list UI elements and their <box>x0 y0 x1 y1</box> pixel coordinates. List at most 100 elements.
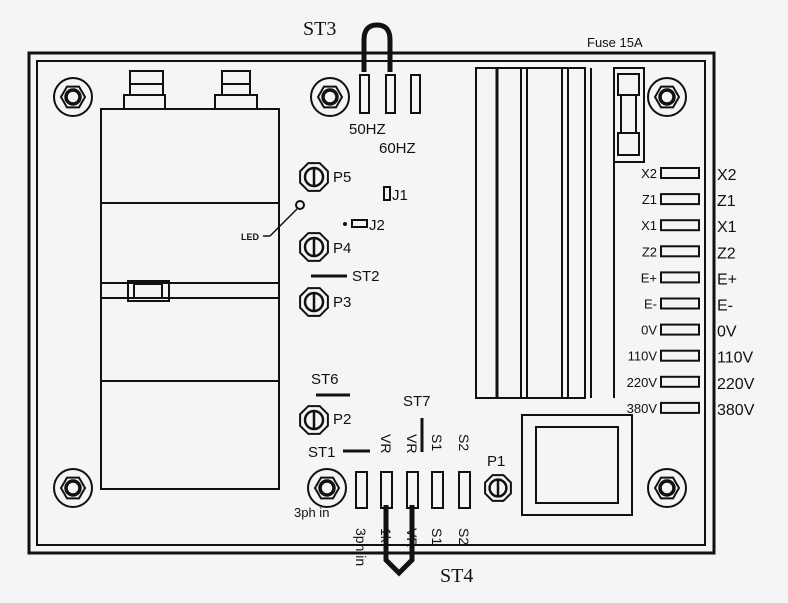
bottom-pin-1[interactable]: 3ph in <box>353 471 369 566</box>
pin-inner-label: S1 <box>429 434 445 451</box>
st4-label: ST4 <box>440 565 473 587</box>
terminal-inner-label: E+ <box>641 270 657 285</box>
heatsink <box>475 67 592 399</box>
mount-screw-bottom-left <box>53 468 93 508</box>
jumper-j2-dot <box>343 222 347 226</box>
pot-p1[interactable] <box>484 474 512 502</box>
screw-hole <box>658 479 676 497</box>
pin-outer-label: S1 <box>429 528 445 545</box>
terminal-outer-label: Z1 <box>717 193 736 210</box>
50hz-label: 50HZ <box>349 121 386 138</box>
terminal-slot[interactable] <box>660 349 700 362</box>
pin-slot[interactable] <box>406 471 419 509</box>
terminal-slot[interactable] <box>660 167 700 179</box>
pot-p2-label: P2 <box>333 411 351 428</box>
mount-screw-top-right <box>647 77 687 117</box>
terminal-outer-label: X2 <box>717 167 737 184</box>
fuse-holder[interactable] <box>613 67 645 398</box>
terminal-inner-label: X1 <box>641 218 657 233</box>
terminal-0v[interactable]: 0V 0V <box>641 323 737 341</box>
pot-p2[interactable] <box>299 405 329 435</box>
terminal-outer-label: 380V <box>717 402 755 419</box>
pin-inner-label: VR <box>404 434 420 453</box>
board-inner-border <box>36 60 706 546</box>
terminal-slot[interactable] <box>660 375 700 388</box>
screw-outer-ring <box>647 468 687 508</box>
pot-p4[interactable] <box>299 232 329 262</box>
pin-inner-label: S2 <box>456 434 472 451</box>
jumper-j1[interactable] <box>383 186 391 201</box>
screw-hex-nut <box>59 85 87 109</box>
pot-p3[interactable] <box>299 287 329 317</box>
terminal-eplus[interactable]: E+ E+ <box>641 270 737 288</box>
st2-label: ST2 <box>352 268 380 285</box>
pot-p5[interactable] <box>299 162 329 192</box>
screw-outer-ring <box>647 77 687 117</box>
pin-outer-label: 3ph in <box>353 528 369 566</box>
led-label: LED <box>241 232 260 242</box>
terminal-inner-label: Z2 <box>642 244 657 259</box>
led-indicator <box>295 200 305 210</box>
transformer <box>521 414 633 516</box>
screw-hex-nut <box>59 476 87 500</box>
screw-outer-ring <box>307 468 347 508</box>
screw-hex-nut <box>316 85 344 109</box>
terminal-inner-label: 0V <box>641 323 657 338</box>
terminal-z1[interactable]: Z1 Z1 <box>642 192 736 210</box>
terminal-outer-label: E- <box>717 298 733 315</box>
terminal-outer-label: 0V <box>717 324 737 341</box>
st3-label: ST3 <box>303 18 336 40</box>
st3-pin-1[interactable] <box>359 74 370 114</box>
terminal-slot[interactable] <box>660 271 700 284</box>
st3-pin-2[interactable] <box>385 74 396 114</box>
screw-hole <box>658 88 676 106</box>
terminal-slot[interactable] <box>660 323 700 336</box>
st6-label: ST6 <box>311 371 339 388</box>
terminal-outer-label: 110V <box>717 350 754 367</box>
terminal-z2[interactable]: Z2 Z2 <box>642 244 736 262</box>
pin-slot[interactable] <box>431 471 444 509</box>
st1-label: ST1 <box>308 444 336 461</box>
terminal-inner-label: Z1 <box>642 192 657 207</box>
pin-slot[interactable] <box>458 471 471 509</box>
pin-outer-label: S2 <box>456 528 472 545</box>
mount-screw-bottom-mid <box>307 468 347 508</box>
jumper-j1-label: J1 <box>392 187 408 204</box>
terminal-outer-label: 220V <box>717 376 755 393</box>
terminal-outer-label: E+ <box>717 271 737 288</box>
pin-slot[interactable] <box>355 471 368 509</box>
pin-slot[interactable] <box>380 471 393 509</box>
screw-outer-ring <box>310 77 350 117</box>
screw-hole <box>318 479 336 497</box>
pot-body <box>299 232 329 262</box>
st3-pin-3[interactable] <box>410 74 421 114</box>
pot-body <box>299 405 329 435</box>
terminal-slot[interactable] <box>660 193 700 206</box>
screw-outer-ring <box>53 468 93 508</box>
pot-body <box>299 287 329 317</box>
jumper-j2[interactable] <box>351 219 368 228</box>
terminal-outer-label: Z2 <box>717 245 736 262</box>
terminal-slot[interactable] <box>660 245 700 258</box>
jumper-j2-label: J2 <box>369 217 385 234</box>
terminal-slot[interactable] <box>660 401 700 414</box>
st4-jumper-wire <box>383 505 415 577</box>
terminal-slot[interactable] <box>660 297 700 310</box>
terminal-slot[interactable] <box>660 219 700 232</box>
screw-hex-nut <box>653 85 681 109</box>
pot-p4-label: P4 <box>333 240 351 257</box>
pot-body <box>299 162 329 192</box>
screw-hole <box>64 88 82 106</box>
mount-screw-top-mid <box>310 77 350 117</box>
terminal-eminus[interactable]: E-E- <box>644 297 733 315</box>
